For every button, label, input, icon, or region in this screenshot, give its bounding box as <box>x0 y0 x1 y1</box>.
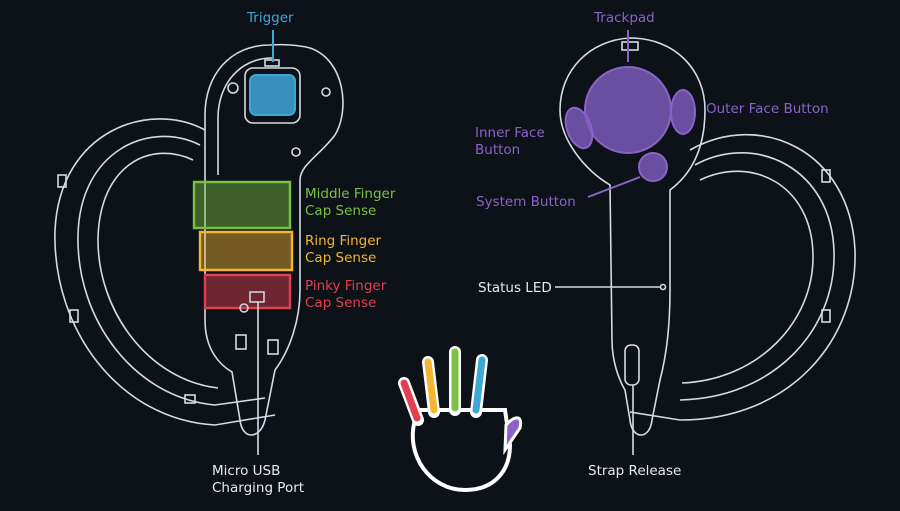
right-callout-lines <box>555 30 660 455</box>
outer-face-button-label: Outer Face Button <box>706 101 829 117</box>
middle-finger-label-line2: Cap Sense <box>305 203 377 219</box>
trigger-zone <box>249 74 296 116</box>
left-callout-lines <box>257 30 274 455</box>
right-controller <box>559 37 856 436</box>
left-strap-outer <box>54 118 276 426</box>
hand-finger-pinky <box>400 379 421 422</box>
ring-finger-label-line2: Cap Sense <box>305 250 377 266</box>
hand-icon <box>398 346 523 493</box>
left-strap-notch <box>57 174 67 188</box>
micro-usb-label-line2: Charging Port <box>212 480 305 496</box>
trackpad-zone <box>584 66 672 154</box>
hand-finger-ring <box>424 358 438 414</box>
right-strap-outer <box>629 133 856 421</box>
system-button-line <box>587 176 641 198</box>
left-lower-slot <box>235 334 247 350</box>
middle-finger-zone <box>192 180 292 230</box>
left-controller <box>54 43 344 436</box>
system-button-zone <box>638 152 668 182</box>
pinky-finger-label-line2: Cap Sense <box>305 295 377 311</box>
middle-finger-label: Middle Finger Cap Sense <box>305 186 395 220</box>
status-led-dot <box>659 283 667 291</box>
left-strap-notch <box>69 309 79 323</box>
right-strap-inner2 <box>681 170 814 384</box>
inner-face-button-label-line1: Inner Face <box>475 125 545 141</box>
strap-release-label: Strap Release <box>588 463 682 479</box>
left-strap-notch <box>184 394 196 404</box>
usb-port-icon <box>239 303 249 313</box>
right-strap-inner <box>679 152 835 401</box>
left-lower-slot <box>267 339 279 355</box>
right-grip-body <box>559 37 706 436</box>
left-strap-inner <box>77 135 266 406</box>
left-dot <box>227 82 239 94</box>
right-strap-notch <box>821 309 831 323</box>
hand-thumb <box>503 416 523 456</box>
left-grip-inner <box>217 57 273 175</box>
system-button-label: System Button <box>476 194 576 210</box>
hand-finger-index <box>472 356 486 414</box>
trigger-surround <box>244 67 301 124</box>
middle-finger-label-line1: Middle Finger <box>305 186 396 202</box>
left-dot <box>321 87 331 97</box>
outer-face-button-zone <box>670 89 696 135</box>
ring-finger-zone <box>198 230 294 272</box>
right-top-slot <box>621 41 639 51</box>
right-strap-notch <box>821 169 831 183</box>
ring-finger-label: Ring Finger Cap Sense <box>305 233 381 267</box>
pinky-finger-zone <box>203 273 292 310</box>
inner-face-button-label: Inner Face Button <box>475 125 545 159</box>
micro-usb-label: Micro USB Charging Port <box>212 463 304 497</box>
pinky-finger-label-line1: Pinky Finger <box>305 278 387 294</box>
trigger-label: Trigger <box>247 10 294 26</box>
micro-usb-label-line1: Micro USB <box>212 463 281 479</box>
inner-face-button-label-line2: Button <box>475 142 521 158</box>
trackpad-label: Trackpad <box>594 10 655 26</box>
status-led-label: Status LED <box>478 280 552 296</box>
hand-palm <box>410 408 513 493</box>
left-strap-inner2 <box>97 152 219 389</box>
left-dot <box>291 147 301 157</box>
strap-release-button <box>624 344 640 386</box>
pinky-finger-label: Pinky Finger Cap Sense <box>305 278 386 312</box>
usb-connector-icon <box>249 291 265 303</box>
inner-face-button-zone <box>564 106 594 150</box>
ring-finger-label-line1: Ring Finger <box>305 233 382 249</box>
